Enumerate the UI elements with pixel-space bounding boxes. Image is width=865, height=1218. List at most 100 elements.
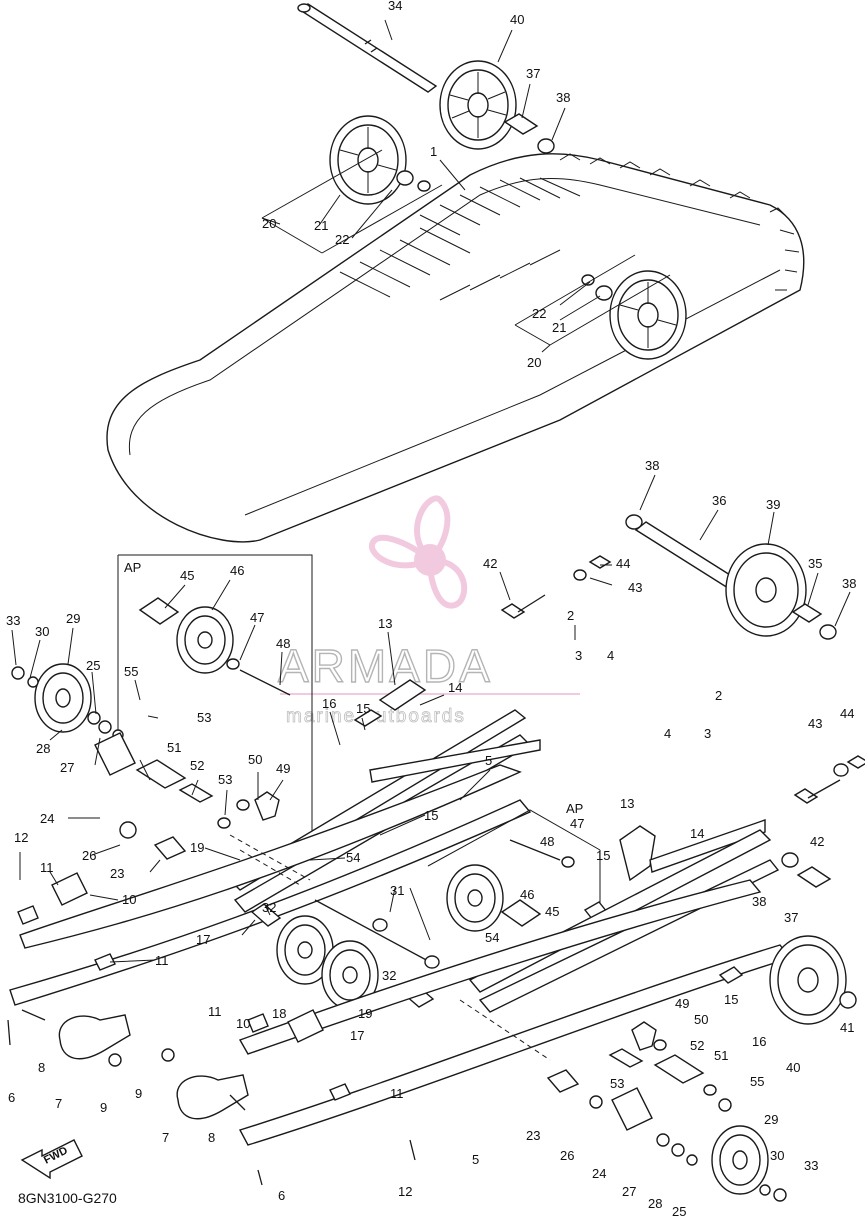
callout-50b: 50 bbox=[694, 1012, 708, 1027]
callout-27b: 27 bbox=[622, 1184, 636, 1199]
callout-45b: 45 bbox=[545, 904, 559, 919]
wheel-29-right bbox=[711, 1125, 769, 1195]
collar-45-right bbox=[500, 899, 542, 927]
callout-39: 39 bbox=[766, 497, 780, 512]
bolt-48-right bbox=[509, 839, 561, 861]
collar-37 bbox=[503, 113, 539, 135]
callout-47: 47 bbox=[250, 610, 264, 625]
dashed-guides bbox=[229, 834, 551, 1061]
washer-38-mid bbox=[625, 514, 643, 530]
callout-3: 3 bbox=[575, 648, 582, 663]
callout-11d: 11 bbox=[390, 1086, 404, 1101]
callout-42b: 42 bbox=[810, 834, 824, 849]
callout-28: 28 bbox=[36, 741, 50, 756]
callout-51: 51 bbox=[167, 740, 181, 755]
callout-30b: 30 bbox=[770, 1148, 784, 1163]
ap-box-left bbox=[117, 554, 313, 842]
propeller-logo bbox=[369, 495, 468, 609]
callout-3b: 3 bbox=[704, 726, 711, 741]
callout-31: 31 bbox=[390, 883, 404, 898]
rear-axle-group bbox=[261, 3, 555, 254]
callout-44: 44 bbox=[616, 556, 630, 571]
collar-45-left bbox=[138, 597, 180, 625]
callout-46b: 46 bbox=[520, 887, 534, 902]
callout-14: 14 bbox=[448, 680, 462, 695]
callout-9b: 9 bbox=[135, 1086, 142, 1101]
callout-21b: 21 bbox=[552, 320, 566, 335]
callout-51b: 51 bbox=[714, 1048, 728, 1063]
callout-34: 34 bbox=[388, 0, 402, 13]
callout-1: 1 bbox=[430, 144, 437, 159]
nut-33-left bbox=[11, 666, 25, 680]
callout-49b: 49 bbox=[675, 996, 689, 1011]
skid-5-right-a bbox=[238, 879, 762, 1055]
washer-38-top bbox=[537, 138, 555, 154]
circlip-22-right bbox=[581, 274, 595, 286]
circlip-22-left bbox=[417, 180, 431, 192]
callout-18: 18 bbox=[272, 1006, 286, 1021]
watermark-brand: ARMADA bbox=[278, 640, 493, 692]
callout-11b: 11 bbox=[155, 953, 169, 968]
callout-5: 5 bbox=[485, 753, 492, 768]
bracket-13-left bbox=[378, 679, 427, 711]
callout-37b: 37 bbox=[784, 910, 798, 925]
callout-12: 12 bbox=[14, 830, 28, 845]
bolt-48-left bbox=[239, 669, 291, 696]
callout-numbers: 34 40 37 38 1 21 22 20 22 21 20 38 36 39… bbox=[6, 0, 856, 1218]
callout-48: 48 bbox=[276, 636, 290, 651]
wheel-18-left bbox=[276, 915, 334, 985]
callout-7: 7 bbox=[55, 1096, 62, 1111]
callout-36: 36 bbox=[712, 493, 726, 508]
washer-47-left bbox=[226, 658, 240, 670]
callout-19b: 19 bbox=[358, 1006, 372, 1021]
callout-52: 52 bbox=[190, 758, 204, 773]
callout-38: 38 bbox=[556, 90, 570, 105]
wheel-39 bbox=[725, 543, 807, 637]
callout-40: 40 bbox=[510, 12, 524, 27]
callout-48b: 48 bbox=[540, 834, 554, 849]
callout-5b: 5 bbox=[472, 1152, 479, 1167]
callout-53c: 53 bbox=[610, 1076, 624, 1091]
callout-13b: 13 bbox=[620, 796, 634, 811]
callout-17b: 17 bbox=[350, 1028, 364, 1043]
track-belt-1 bbox=[106, 153, 805, 543]
callout-32b: 32 bbox=[382, 968, 396, 983]
callout-52b: 52 bbox=[690, 1038, 704, 1053]
callout-6b: 6 bbox=[278, 1188, 285, 1203]
callout-12b: 12 bbox=[398, 1184, 412, 1199]
callout-53: 53 bbox=[197, 710, 211, 725]
wheel-46-left bbox=[176, 606, 234, 674]
callout-29: 29 bbox=[66, 611, 80, 626]
axle-36 bbox=[634, 521, 740, 589]
skid-5-left-a bbox=[19, 764, 522, 949]
callout-44b: 44 bbox=[840, 706, 854, 721]
callout-2: 2 bbox=[567, 608, 574, 623]
callout-50: 50 bbox=[248, 752, 262, 767]
callout-49: 49 bbox=[276, 761, 290, 776]
nut-44 bbox=[588, 555, 612, 569]
callout-55: 55 bbox=[124, 664, 138, 679]
callout-4: 4 bbox=[607, 648, 614, 663]
callout-29b: 29 bbox=[764, 1112, 778, 1127]
callout-8: 8 bbox=[38, 1060, 45, 1075]
callout-14b: 14 bbox=[690, 826, 704, 841]
callout-32: 32 bbox=[262, 900, 276, 915]
callout-24b: 24 bbox=[592, 1166, 606, 1181]
slide-rail-right bbox=[161, 755, 865, 1202]
slide-rail-left bbox=[7, 554, 541, 1067]
axle-34 bbox=[297, 3, 438, 93]
front-axle-group bbox=[500, 514, 837, 640]
bracket-13-right bbox=[619, 825, 656, 882]
bearing-21-right bbox=[595, 285, 613, 301]
callout-19: 19 bbox=[190, 840, 204, 855]
callout-4b: 4 bbox=[664, 726, 671, 741]
wheel-29-left bbox=[34, 663, 92, 733]
callout-38b: 38 bbox=[645, 458, 659, 473]
callout-16: 16 bbox=[322, 696, 336, 711]
callout-7b: 7 bbox=[162, 1130, 169, 1145]
bearing-21-left bbox=[396, 170, 414, 186]
block-23-left bbox=[153, 836, 187, 860]
callout-33: 33 bbox=[6, 613, 20, 628]
